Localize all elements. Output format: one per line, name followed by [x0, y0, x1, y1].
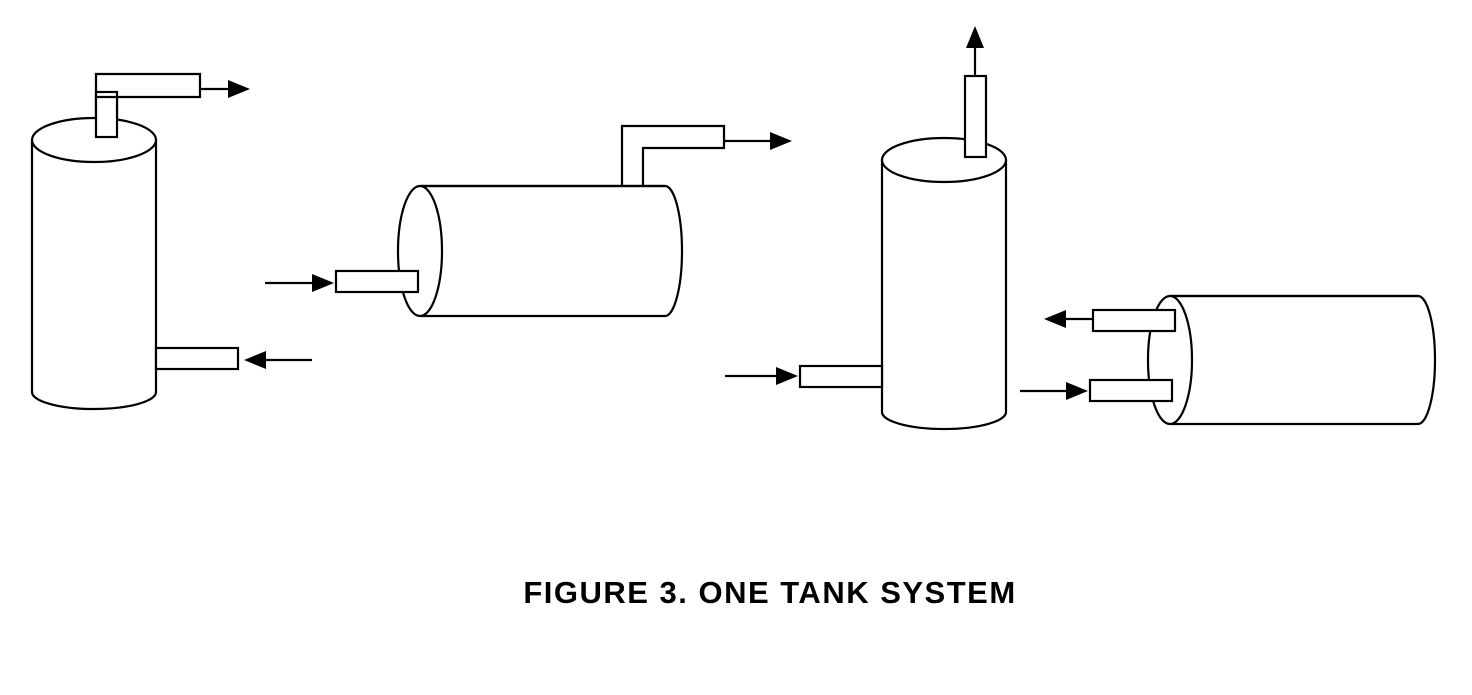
- tank-3-top: [880, 136, 1008, 184]
- tank-1-outlet-arrowhead: [228, 80, 250, 98]
- tank-3-vertical: [725, 26, 1008, 431]
- tank-2-inlet-pipe: [334, 269, 420, 294]
- tank-4-inlet-pipe: [1088, 378, 1174, 403]
- tank-3-outlet-arrowhead: [966, 26, 984, 48]
- tank-2-left-end: [396, 184, 444, 318]
- tank-2-body: [420, 184, 684, 318]
- tank-2-inlet-arrowhead: [312, 274, 334, 292]
- tank-3-inlet-arrowhead: [776, 367, 798, 385]
- tank-2-outlet-elbow-pipe: [620, 124, 726, 192]
- tank-3-inlet-pipe: [798, 364, 884, 389]
- tank-1-outlet-riser: [94, 90, 119, 139]
- tank-4-horizontal: [1020, 294, 1437, 426]
- tank-4-body: [1170, 294, 1437, 426]
- tank-4-inlet-arrowhead: [1066, 382, 1088, 400]
- tank-1-inlet-pipe: [154, 346, 240, 371]
- tank-1-top: [30, 116, 158, 164]
- tank-2-outlet-arrowhead: [770, 132, 792, 150]
- tank-1-inlet-arrowhead: [244, 351, 266, 369]
- tank-4-outlet-pipe: [1091, 308, 1177, 333]
- tank-3-body: [880, 158, 1008, 431]
- tank-1-body: [30, 138, 158, 411]
- tank-4-outlet-arrowhead: [1044, 310, 1066, 328]
- tank-2-horizontal: [265, 124, 792, 318]
- figure-caption: FIGURE 3. ONE TANK SYSTEM: [523, 575, 1017, 610]
- tank-3-outlet-pipe: [963, 74, 988, 159]
- tank-1-vertical: [30, 72, 312, 411]
